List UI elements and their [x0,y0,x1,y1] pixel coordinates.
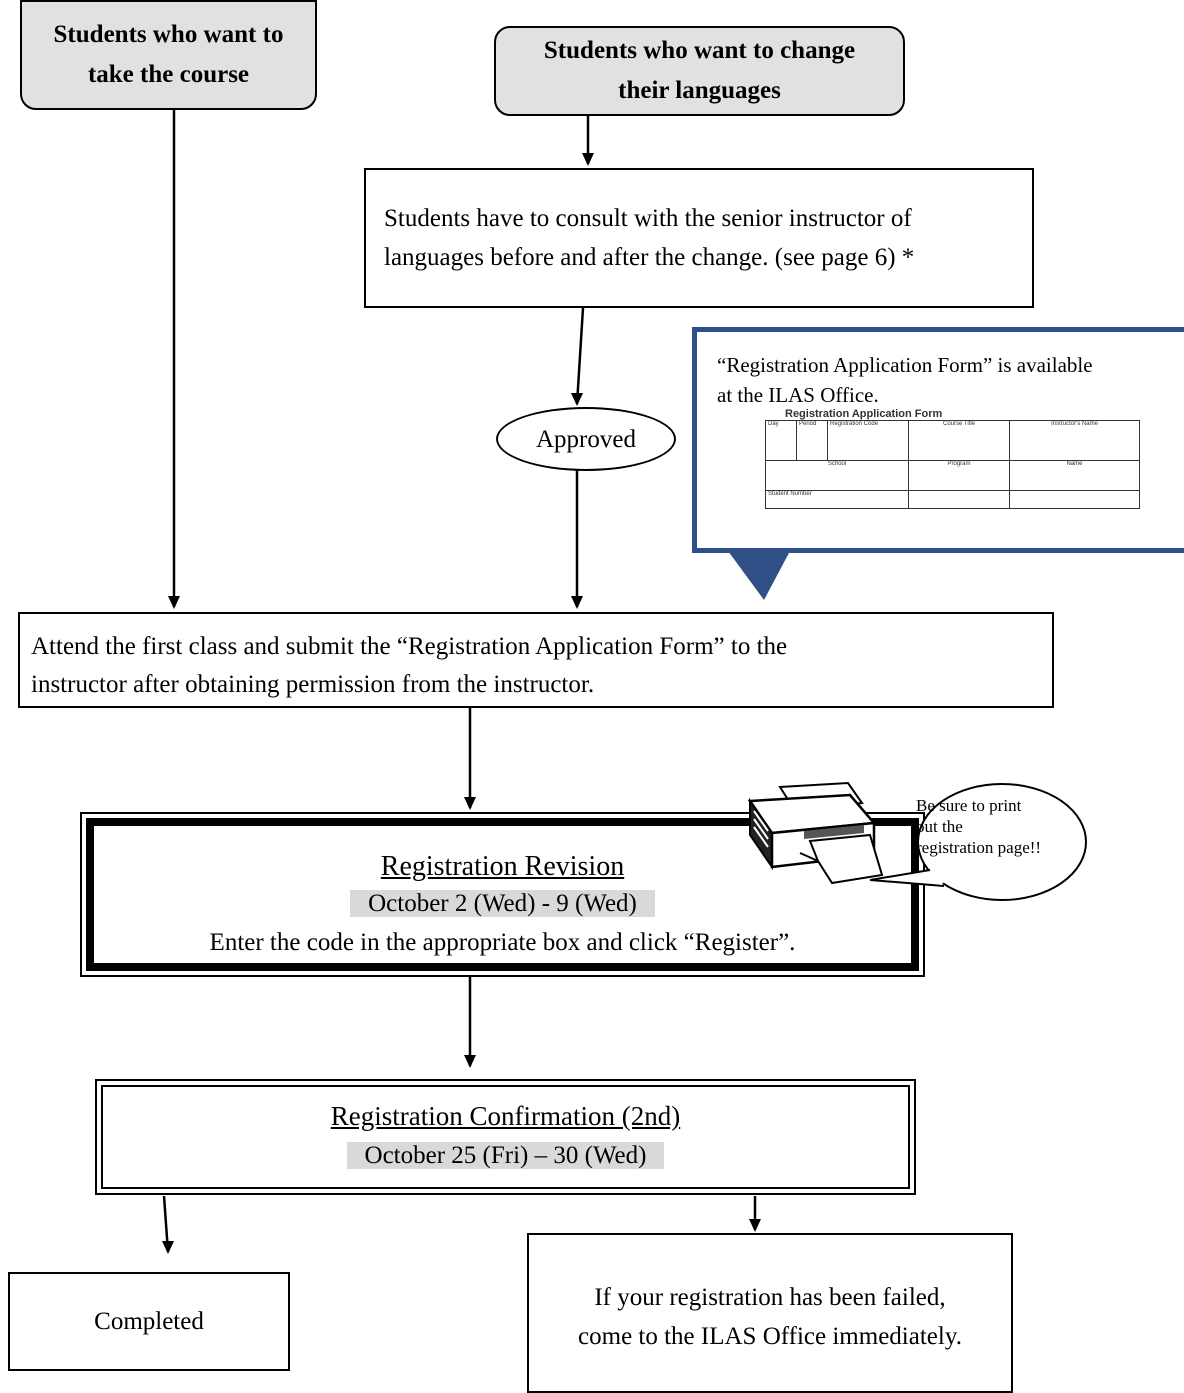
form-thumbnail: Registration Application Form Day Period… [765,408,1184,509]
form-header-instructor: Instructor's Name [1009,420,1140,461]
revision-instruction: Enter the code in the appropriate box an… [209,929,796,956]
revision-title: Registration Revision [380,851,625,882]
form-thumbnail-title: Registration Application Form [785,408,943,420]
confirmation-title: Registration Confirmation (2nd) [330,1101,681,1131]
registration-confirmation-box: Registration Confirmation (2nd) October … [101,1085,910,1189]
start-box-take-course-line1: Students who want to [53,21,284,48]
consult-line2: languages before and after the change. (… [384,244,915,271]
start-box-change-languages: Students who want to change their langua… [494,26,905,116]
start-box-change-languages-line1: Students who want to change [543,37,856,64]
form-cell-program: Program [908,460,1010,491]
arrow-consult-to-approved [575,307,585,405]
start-box-take-course-line2: take the course [87,61,250,88]
form-thumbnail-table: Day Period Registration Code Course Titl… [765,420,1140,509]
form-header-code: Registration Code [827,420,909,461]
completed-label: Completed [94,1308,204,1335]
form-cell-school: School [765,460,909,491]
speech-line3: registration page!! [916,838,1042,857]
form-cell-student-number: Student Number [765,490,909,509]
attend-line1: Attend the first class and submit the “R… [31,633,788,660]
speech-bubble-shape [869,783,1087,901]
form-cell-name: Name [1009,460,1140,491]
approved-ellipse: Approved [496,407,676,471]
consult-line1: Students have to consult with the senior… [384,205,912,232]
completed-box: Completed [8,1272,290,1371]
confirmation-dates: October 25 (Fri) – 30 (Wed) [346,1142,665,1169]
registration-form-callout: “Registration Application Form” is avail… [692,327,1184,553]
speech-bubble-text: Be sure to print out the registration pa… [916,795,1076,858]
consult-box: Students have to consult with the senior… [364,168,1034,308]
failed-line1: If your registration has been failed, [594,1284,946,1311]
failed-line2: come to the ILAS Office immediately. [578,1323,962,1350]
callout-line1: “Registration Application Form” is avail… [717,353,1093,377]
form-header-day: Day [765,420,797,461]
form-header-period: Period [796,420,828,461]
registration-confirmation-frame: Registration Confirmation (2nd) October … [95,1079,916,1195]
approved-label: Approved [536,425,636,453]
start-box-change-languages-line2: their languages [618,77,781,104]
callout-pointer [728,551,790,600]
start-box-take-course: Students who want to take the course [20,0,317,110]
revision-dates: October 2 (Wed) - 9 (Wed) [350,890,655,917]
callout-line2: at the ILAS Office. [717,383,879,407]
failed-box: If your registration has been failed, co… [527,1233,1013,1393]
speech-line1: Be sure to print [916,796,1022,815]
speech-line2: out the [916,817,963,836]
printer-icon [747,781,884,885]
attend-line2: instructor after obtaining permission fr… [31,671,595,698]
form-header-title: Course Title [908,420,1010,461]
attend-box: Attend the first class and submit the “R… [18,612,1054,708]
